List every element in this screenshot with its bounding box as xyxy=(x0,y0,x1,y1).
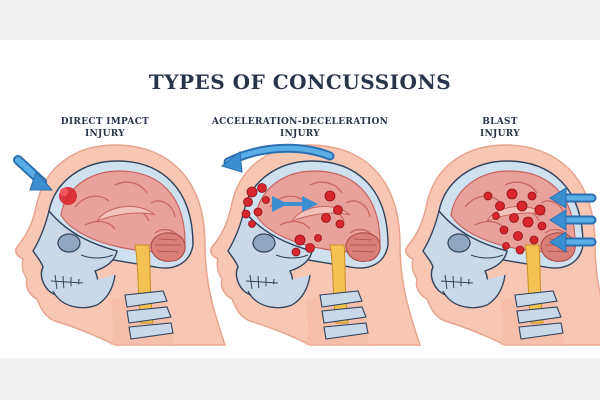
panel-label-blast: BLAST INJURY xyxy=(480,117,520,139)
blast-wave-arrow-icon xyxy=(549,231,597,253)
bleed-spots xyxy=(483,188,547,255)
bleed-spots xyxy=(241,183,345,257)
motion-arrow-icon xyxy=(220,151,243,173)
diagram-title: TYPES OF CONCUSSIONS xyxy=(148,70,452,94)
blast-wave-arrow-icon xyxy=(549,209,597,231)
panel-label-direct-impact: DIRECT IMPACT INJURY xyxy=(60,117,150,139)
head-direct-impact xyxy=(13,144,226,346)
panel-label-acceleration-deceleration: ACCELERATION-DECELERATION INJURY xyxy=(211,117,389,139)
blast-wave-arrow-icon xyxy=(549,187,597,209)
bleed-spot xyxy=(60,188,68,196)
head-acceleration-deceleration xyxy=(209,143,421,346)
head-blast xyxy=(404,144,600,346)
impact-arrow-icon xyxy=(29,171,54,191)
